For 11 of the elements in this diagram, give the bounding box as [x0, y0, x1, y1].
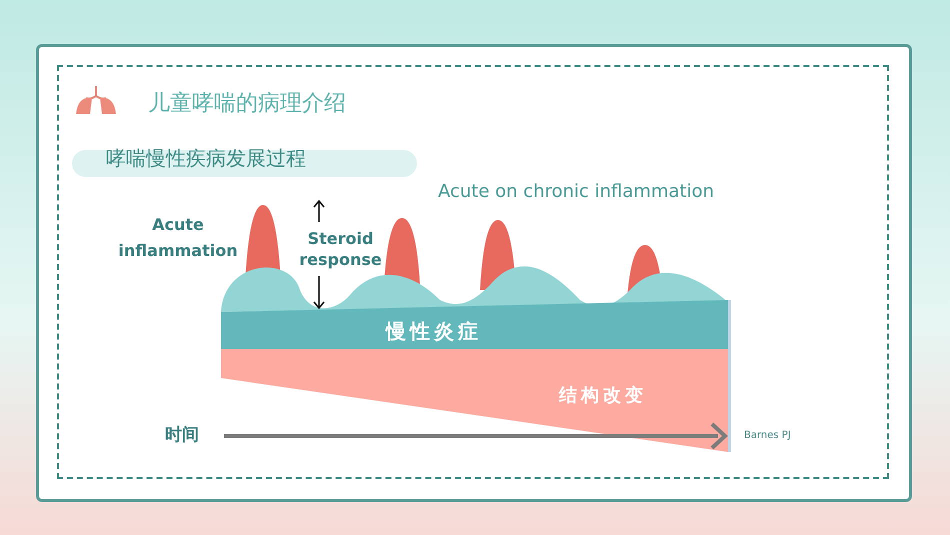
structural-change-band — [221, 349, 728, 453]
axis-label: 时间 — [165, 424, 199, 446]
annotation-text: Acute on chronic inflammation — [438, 181, 714, 202]
subtitle-pill — [72, 150, 417, 177]
annotation-text: Acute inflammation — [117, 214, 239, 262]
slide-title: 儿童哮喘的病理介绍 — [148, 90, 346, 118]
band-label: 结构改变 — [559, 384, 647, 407]
source-note: Barnes PJ — [744, 430, 791, 441]
band-label: 慢性炎症 — [386, 318, 482, 345]
subtitle: 哮喘慢性疾病发展过程 — [106, 145, 306, 172]
annotation-text: Steroid response — [298, 228, 383, 270]
